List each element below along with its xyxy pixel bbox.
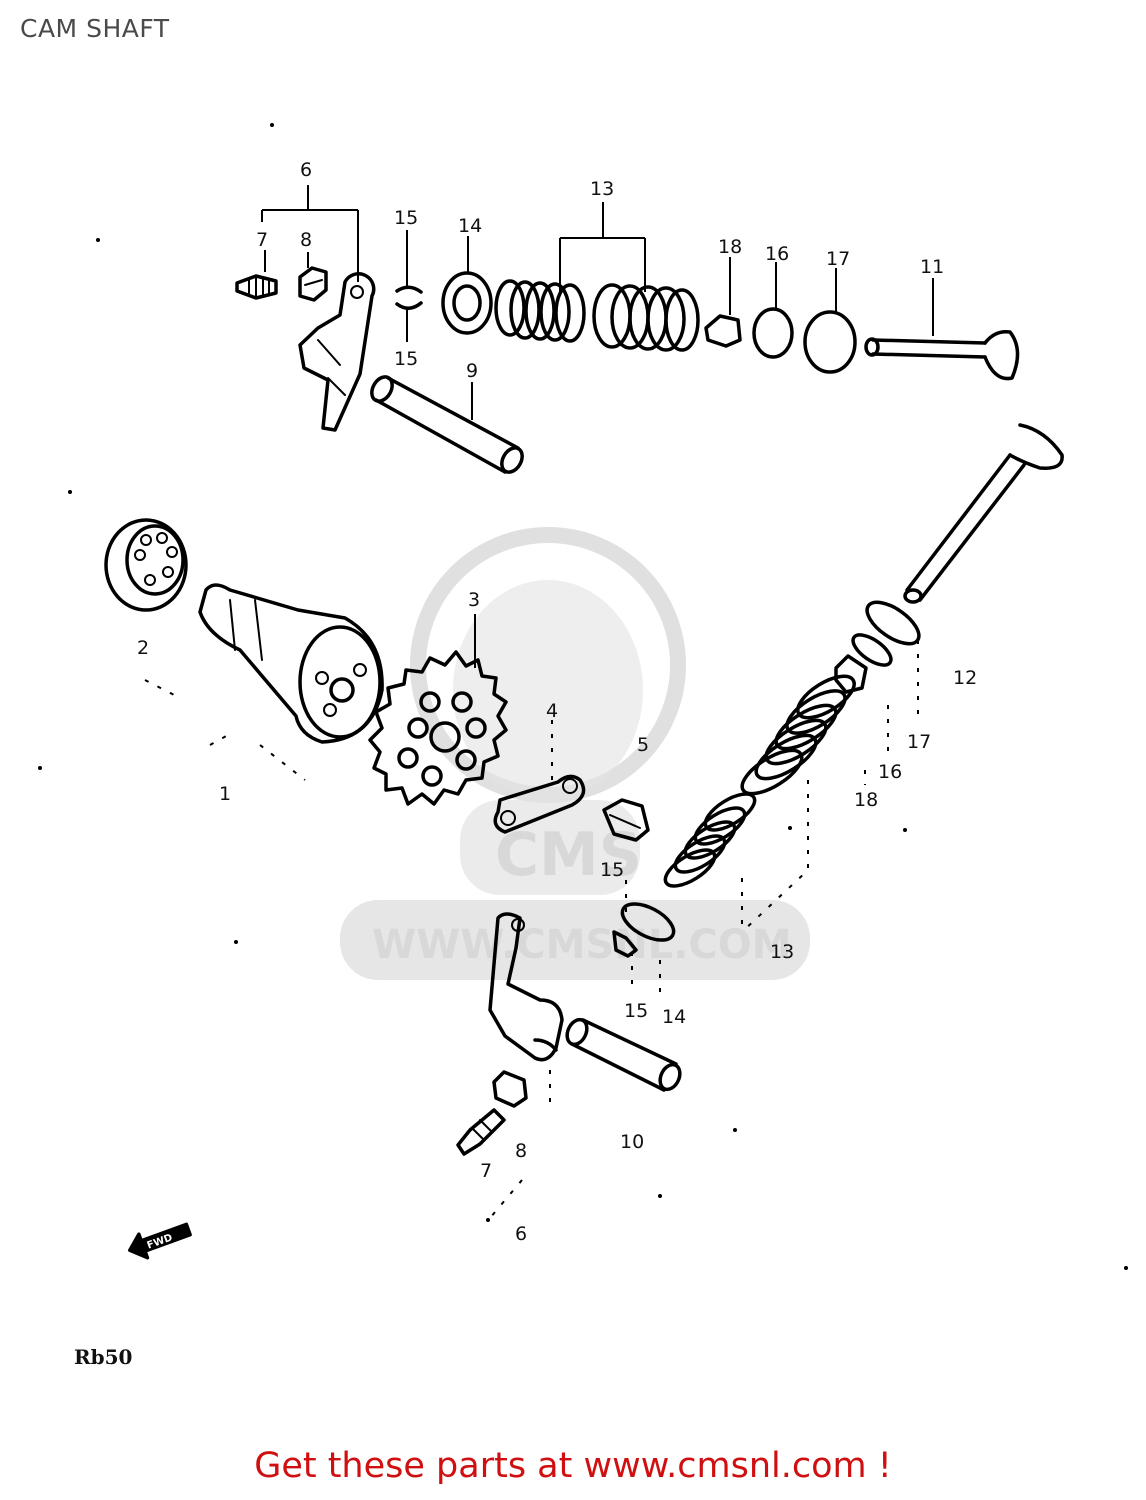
- spring-washer-top: [803, 310, 857, 374]
- callout-13-top: 13: [590, 178, 614, 200]
- callout-15-top-b: 15: [394, 348, 418, 370]
- callout-15-top-a: 15: [394, 207, 418, 229]
- callout-17-bottom: 17: [907, 731, 931, 753]
- callout-7-top: 7: [256, 229, 268, 251]
- bearing: [104, 518, 188, 612]
- valve-keepers-top: [395, 285, 423, 310]
- rocker-arm-bottom: [456, 912, 564, 1156]
- callout-8-bottom: 8: [515, 1140, 527, 1162]
- leader-lines: [144, 185, 934, 1219]
- spring-seat-bottom: [851, 633, 893, 667]
- callout-2: 2: [137, 637, 149, 659]
- callout-11: 11: [920, 256, 944, 278]
- valve-stem-seal-top: [704, 314, 742, 348]
- bolt: [602, 798, 650, 842]
- valve-stem-seal-bottom: [834, 654, 868, 694]
- spring-seat-top: [752, 307, 794, 359]
- callout-8-top: 8: [300, 229, 312, 251]
- footer-link-text[interactable]: Get these parts at www.cmsnl.com !: [254, 1446, 892, 1486]
- callout-10: 10: [620, 1131, 644, 1153]
- callout-5: 5: [637, 734, 649, 756]
- callout-14-bottom: 14: [662, 1006, 686, 1028]
- forward-arrow-icon: FWD: [128, 1222, 192, 1260]
- scan-speckles: [38, 123, 1128, 1270]
- forward-arrow-label: FWD: [146, 1232, 174, 1251]
- page-title: CAM SHAFT: [20, 14, 170, 43]
- cam-plate: [493, 774, 586, 834]
- callout-15-bottom-b: 15: [624, 1000, 648, 1022]
- spring-retainer-bottom: [620, 902, 676, 942]
- rocker-arm-top: [235, 266, 376, 432]
- watermark-text: WWW.CMSNL.COM: [372, 922, 792, 968]
- callout-4: 4: [546, 700, 558, 722]
- rocker-shaft-top: [370, 375, 524, 474]
- callout-6-bottom: 6: [515, 1223, 527, 1245]
- callout-6-top: 6: [300, 159, 312, 181]
- spring-retainer-top: [441, 271, 493, 335]
- callout-16-bottom: 16: [878, 761, 902, 783]
- callout-14-top: 14: [458, 215, 482, 237]
- rocker-shaft-bottom: [565, 1017, 682, 1092]
- callout-9: 9: [466, 360, 478, 382]
- callout-3: 3: [468, 589, 480, 611]
- callout-1: 1: [219, 783, 231, 805]
- footer-link[interactable]: Get these parts at www.cmsnl.com !: [0, 1446, 1146, 1486]
- callout-15-bottom-a: 15: [600, 859, 624, 881]
- watermark: CMS WWW.CMSNL.COM: [340, 527, 810, 980]
- camshaft: [198, 583, 384, 744]
- valve-springs-bottom: [663, 674, 856, 888]
- callouts: 6 7 8 15 15 14 13 18 16 17 11 9 2 3 4 5 …: [137, 159, 977, 1245]
- callout-13-bottom: 13: [770, 941, 794, 963]
- valve-springs-top: [494, 279, 700, 352]
- valve-exhaust: [903, 423, 1064, 604]
- callout-12: 12: [953, 667, 977, 689]
- callout-18-top: 18: [718, 236, 742, 258]
- valve-intake: [864, 329, 1020, 381]
- cam-sprocket: [368, 650, 508, 806]
- callout-7-bottom: 7: [480, 1160, 492, 1182]
- callout-17-top: 17: [826, 248, 850, 270]
- watermark-logo: CMS: [495, 820, 642, 890]
- callout-16-top: 16: [765, 243, 789, 265]
- callout-18-bottom: 18: [854, 789, 878, 811]
- model-code: Rb50: [74, 1345, 132, 1369]
